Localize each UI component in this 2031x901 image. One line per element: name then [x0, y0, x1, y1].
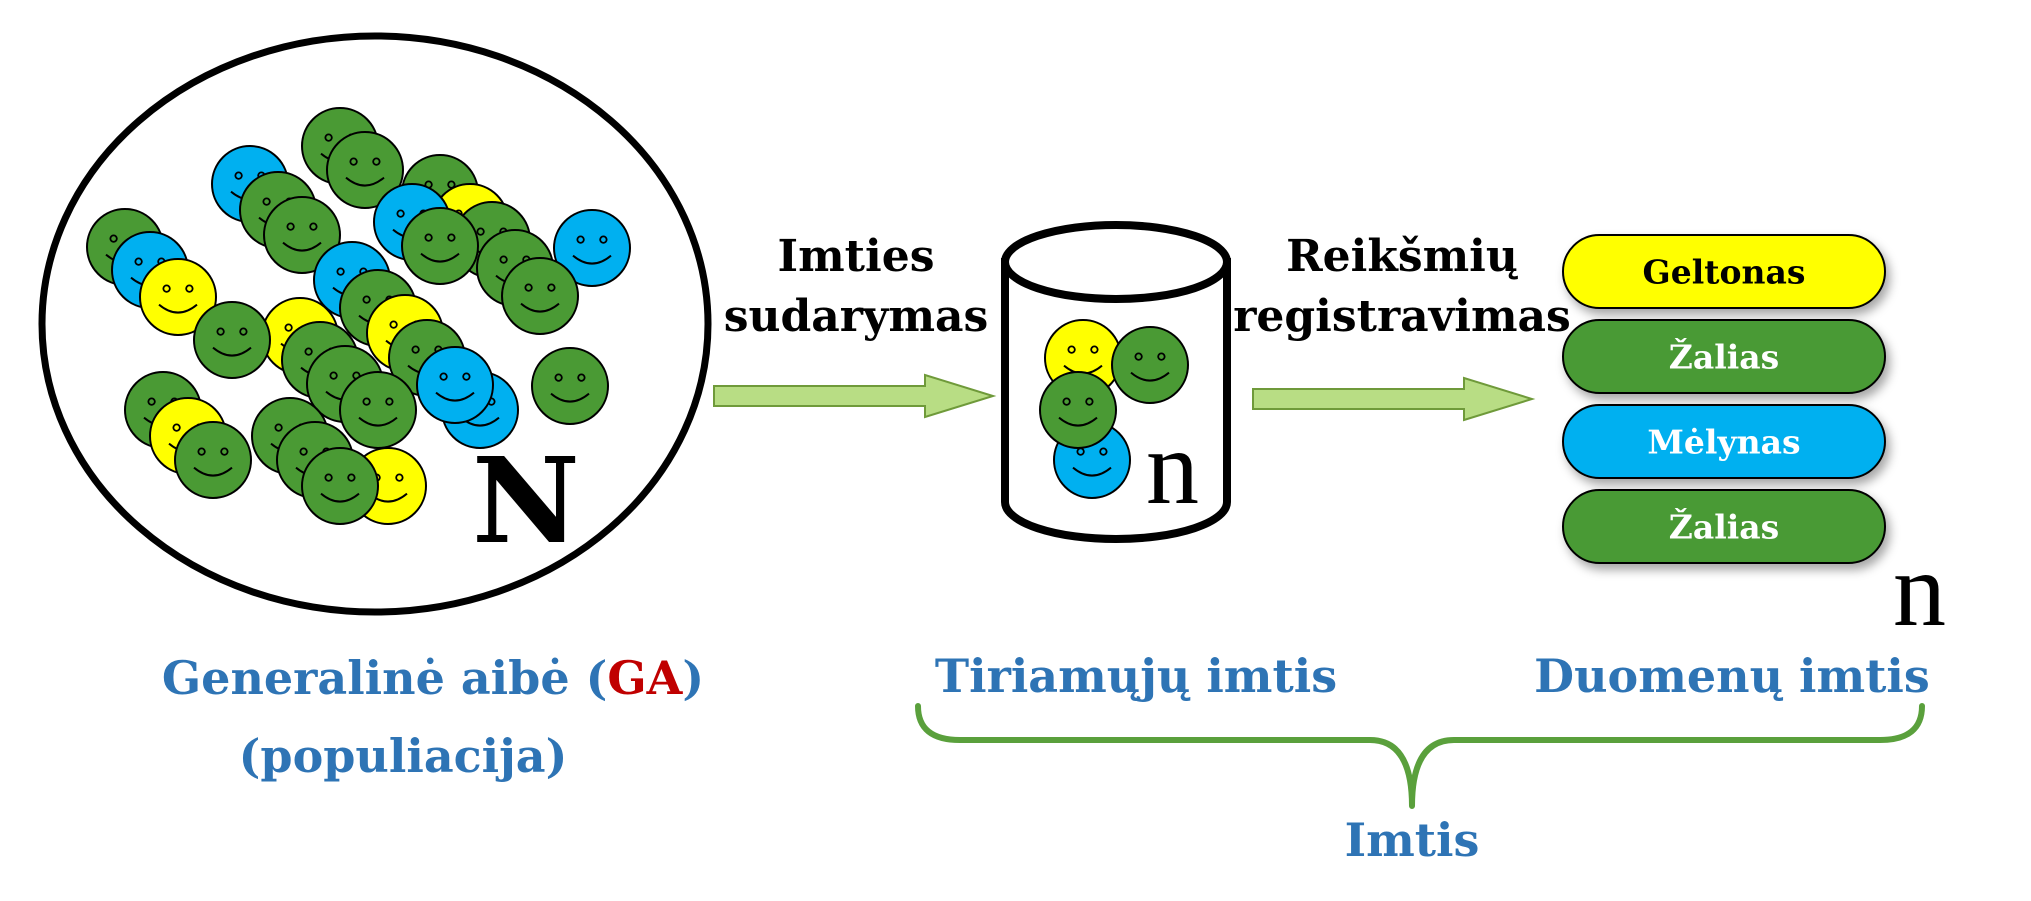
recording-step-line1: Reikšmių	[1286, 231, 1518, 282]
sample-cylinder-top	[1001, 221, 1231, 303]
smiley-face-icon	[139, 258, 217, 336]
population-label-line2: (populiacija)	[239, 729, 568, 783]
population-abbreviation: GA	[607, 651, 683, 705]
data-sample-size-symbol: n	[1893, 531, 1946, 648]
data-value-pill-yellow: Geltonas	[1562, 234, 1886, 309]
smiley-face-icon	[263, 196, 341, 274]
subject-sample-label: Tiriamųjų imtis	[935, 649, 1337, 703]
data-value-label: Mėlynas	[1647, 423, 1800, 462]
smiley-face-icon	[501, 257, 579, 335]
sampling-arrow	[713, 373, 997, 419]
smiley-face-icon	[553, 209, 631, 287]
recording-step-line2: registravimas	[1233, 291, 1571, 342]
recording-arrow	[1252, 376, 1536, 422]
smiley-face-icon	[339, 371, 417, 449]
smiley-face-icon	[1039, 371, 1117, 449]
population-label: Generalinė aibė (GA)	[162, 651, 704, 705]
smiley-face-icon	[326, 131, 404, 209]
data-value-pill-green: Žalias	[1562, 489, 1886, 564]
smiley-face-icon	[193, 301, 271, 379]
smiley-face-icon	[174, 421, 252, 499]
sample-label: Imtis	[1345, 813, 1480, 867]
sample-brace	[915, 703, 1925, 809]
sample-size-symbol: n	[1146, 409, 1199, 526]
population-faces	[86, 107, 631, 525]
smiley-face-icon	[401, 207, 479, 285]
data-value-label: Žalias	[1669, 337, 1780, 377]
sample-faces	[1039, 319, 1189, 499]
smiley-face-icon	[301, 447, 379, 525]
smiley-face-icon	[531, 347, 609, 425]
data-value-pill-green: Žalias	[1562, 319, 1886, 394]
population-size-symbol: N	[472, 431, 580, 570]
smiley-face-icon	[1111, 326, 1189, 404]
data-value-pill-blue: Mėlynas	[1562, 404, 1886, 479]
sampling-step-line2: sudarymas	[724, 291, 989, 342]
data-value-label: Žalias	[1669, 507, 1780, 547]
smiley-face-icon	[416, 346, 494, 424]
data-sample-label: Duomenų imtis	[1534, 649, 1930, 703]
sampling-step-line1: Imties	[778, 231, 935, 282]
data-value-label: Geltonas	[1643, 253, 1806, 292]
